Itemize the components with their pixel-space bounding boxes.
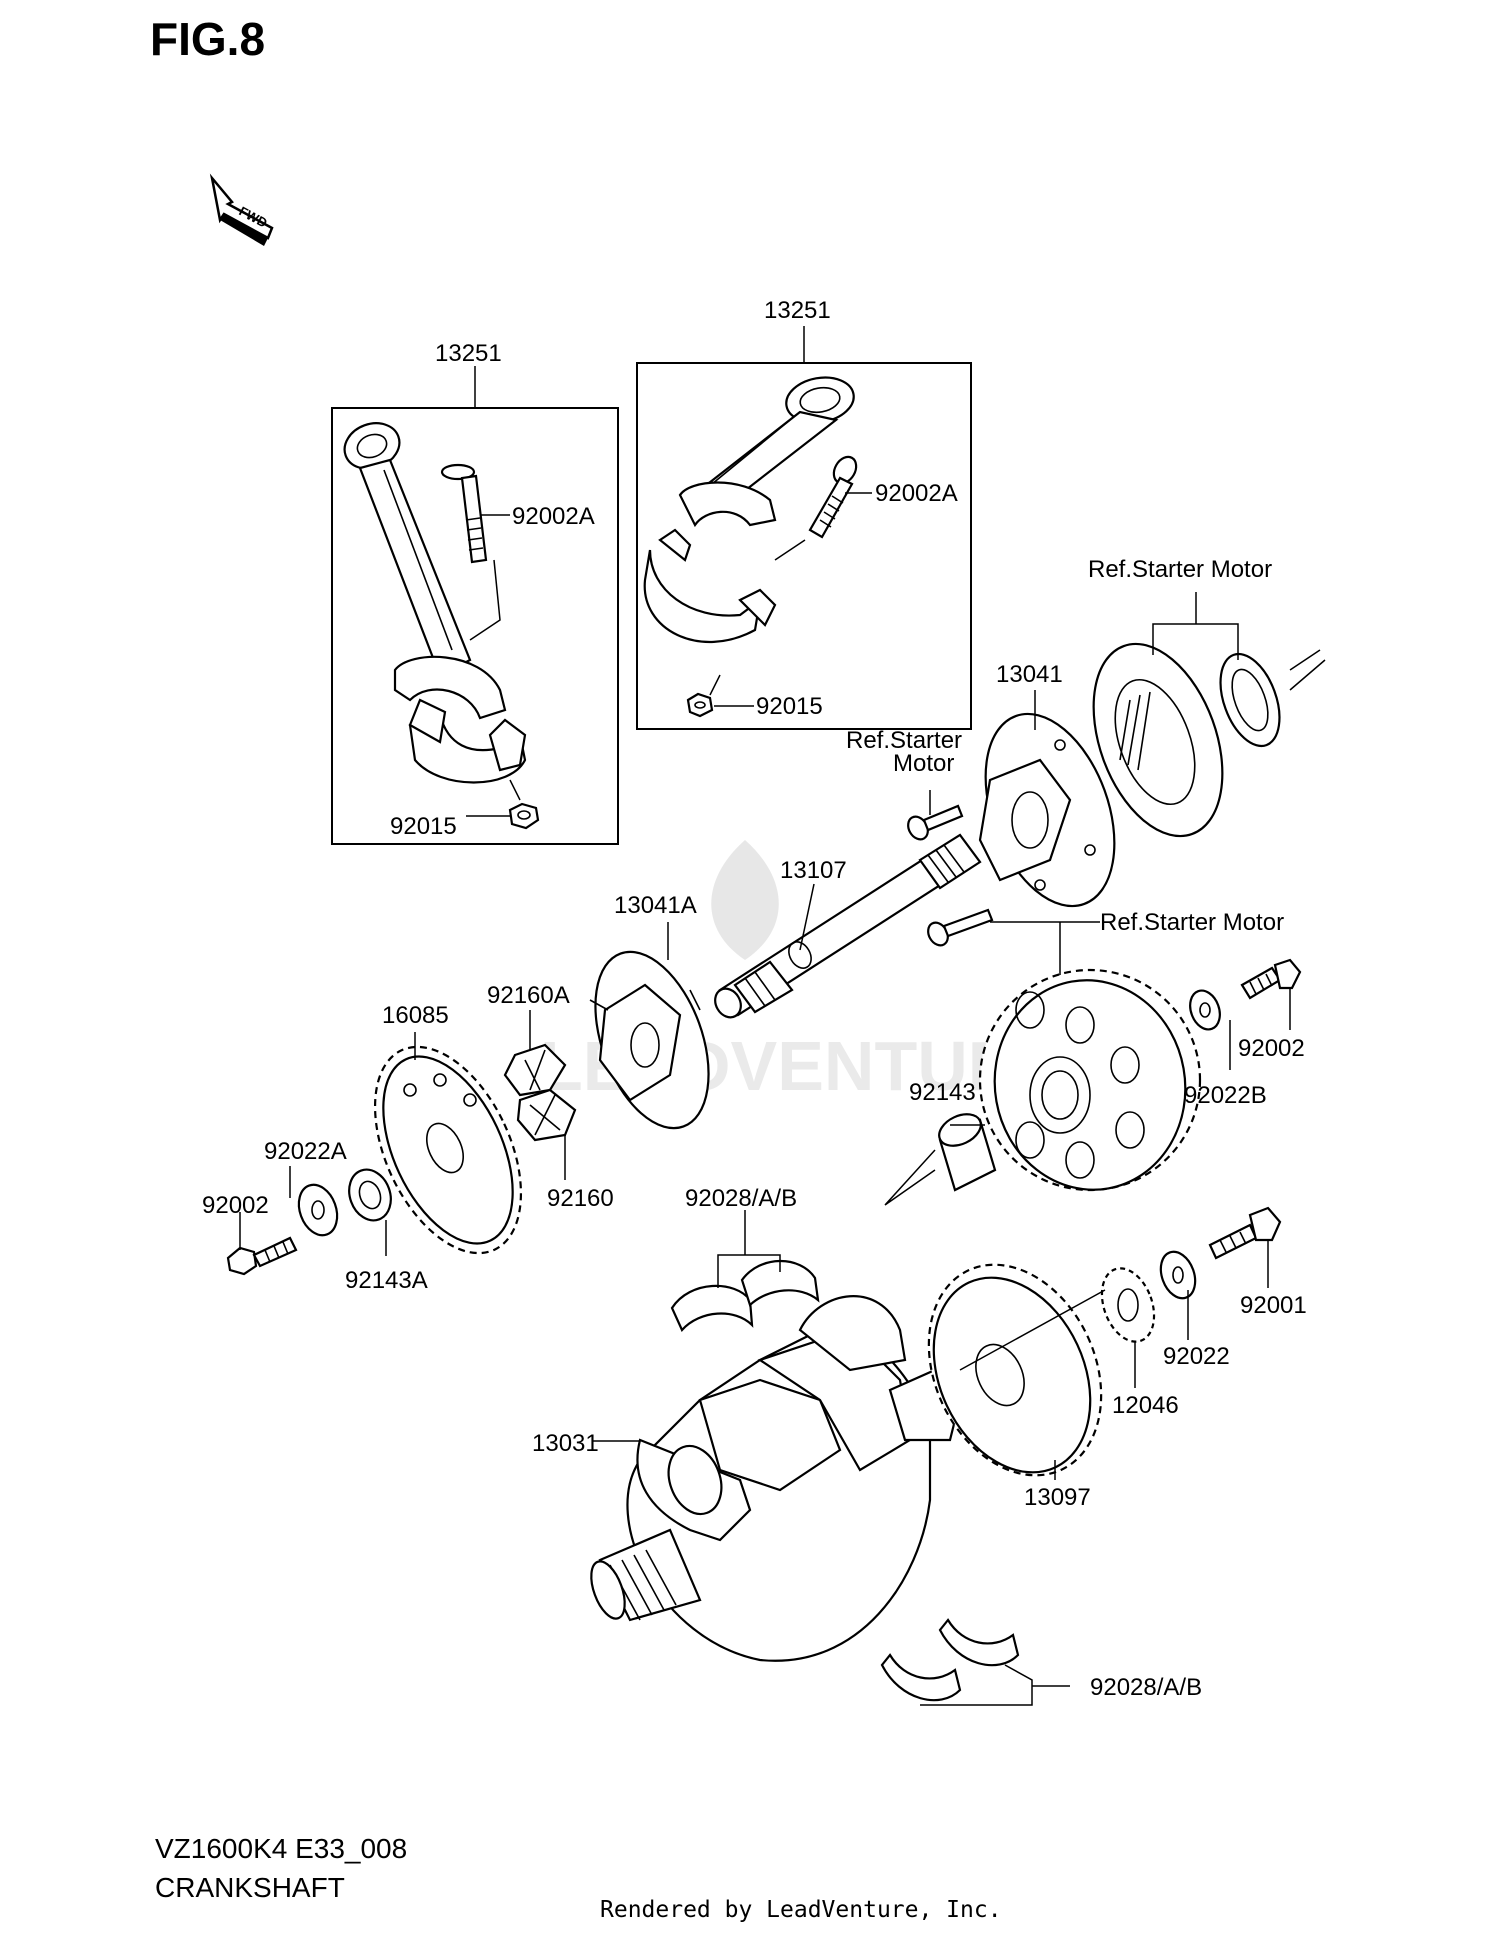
large-gear-right-part <box>978 968 1202 1192</box>
bolt-right-92002-part <box>1240 958 1302 1000</box>
label-bushing: 92143 <box>909 1079 976 1106</box>
bearing-top-part <box>670 1259 820 1332</box>
washer-92022-part <box>1159 1250 1197 1300</box>
nut-right-part <box>686 692 714 718</box>
label-bolt-92002-left: 92002 <box>202 1192 269 1219</box>
fwd-arrow-icon: FWD <box>209 173 274 246</box>
starter-clutch-part <box>978 712 1116 908</box>
nut-left-part <box>508 802 540 830</box>
bolt-left-part <box>440 463 488 564</box>
label-bolt-left: 92002A <box>512 503 595 530</box>
gear-13097-part <box>927 1263 1103 1477</box>
label-ref-starter-right: Ref.Starter Motor <box>1100 909 1284 936</box>
gear-16085-part <box>373 1045 523 1255</box>
label-nut-right: 92015 <box>756 693 823 720</box>
label-crankshaft: 13031 <box>532 1430 599 1457</box>
label-washer-92022: 92022 <box>1163 1343 1230 1370</box>
bolt-left-92002-part <box>226 1236 298 1276</box>
label-conrod-left: 13251 <box>435 340 502 367</box>
label-washer-a: 92022A <box>264 1138 347 1165</box>
label-damper-a: 92160A <box>487 982 570 1009</box>
washer-a-part <box>297 1183 339 1237</box>
bolt-92001-part <box>1208 1206 1282 1260</box>
label-bearing-top: 92028/A/B <box>685 1185 797 1212</box>
label-bolt-right: 92002A <box>875 480 958 507</box>
clutch-a-part <box>589 950 710 1130</box>
label-damper: 92160 <box>547 1185 614 1212</box>
label-ref-starter-mid-line2: Motor <box>893 750 954 777</box>
bolt-right-part <box>808 455 858 539</box>
gear-12046-part <box>1100 1267 1156 1343</box>
label-ref-starter-top: Ref.Starter Motor <box>1088 556 1272 583</box>
label-bushing-a: 92143A <box>345 1267 428 1294</box>
crankshaft-part <box>590 1295 962 1662</box>
screw-upper-part <box>907 804 964 841</box>
label-washer-b: 92022B <box>1184 1082 1267 1109</box>
figure-title: FIG.8 <box>150 13 265 65</box>
bearing-bottom-part <box>880 1618 1020 1702</box>
label-bolt-92002-right: 92002 <box>1238 1035 1305 1062</box>
bushing-part <box>938 1113 997 1192</box>
credit-line: Rendered by LeadVenture, Inc. <box>600 1897 1002 1923</box>
label-shaft: 13107 <box>780 857 847 884</box>
model-code: VZ1600K4 E33_008 <box>155 1833 407 1864</box>
conrod-left-group <box>331 366 619 845</box>
washer-b-part <box>1189 989 1221 1031</box>
label-nut-left: 92015 <box>390 813 457 840</box>
conrod-right-part <box>643 376 855 644</box>
starter-housing-part <box>1092 642 1326 838</box>
label-gear-12046: 12046 <box>1112 1392 1179 1419</box>
section-name: CRANKSHAFT <box>155 1872 345 1903</box>
label-bolt-92001: 92001 <box>1240 1292 1307 1319</box>
conrod-left-part <box>343 422 527 784</box>
conrod-right-group <box>636 326 972 730</box>
label-gear-13097: 13097 <box>1024 1484 1091 1511</box>
bushing-a-part <box>348 1168 392 1222</box>
screw-lower-part <box>927 908 994 947</box>
starter-shaft-part <box>714 833 982 1019</box>
label-starter-clutch: 13041 <box>996 661 1063 688</box>
label-bearing-bottom: 92028/A/B <box>1090 1674 1202 1701</box>
label-ref-starter-mid-line1: Ref.Starter <box>846 727 962 754</box>
label-clutch-a: 13041A <box>614 892 697 919</box>
label-gear-16085: 16085 <box>382 1002 449 1029</box>
label-conrod-right: 13251 <box>764 297 831 324</box>
